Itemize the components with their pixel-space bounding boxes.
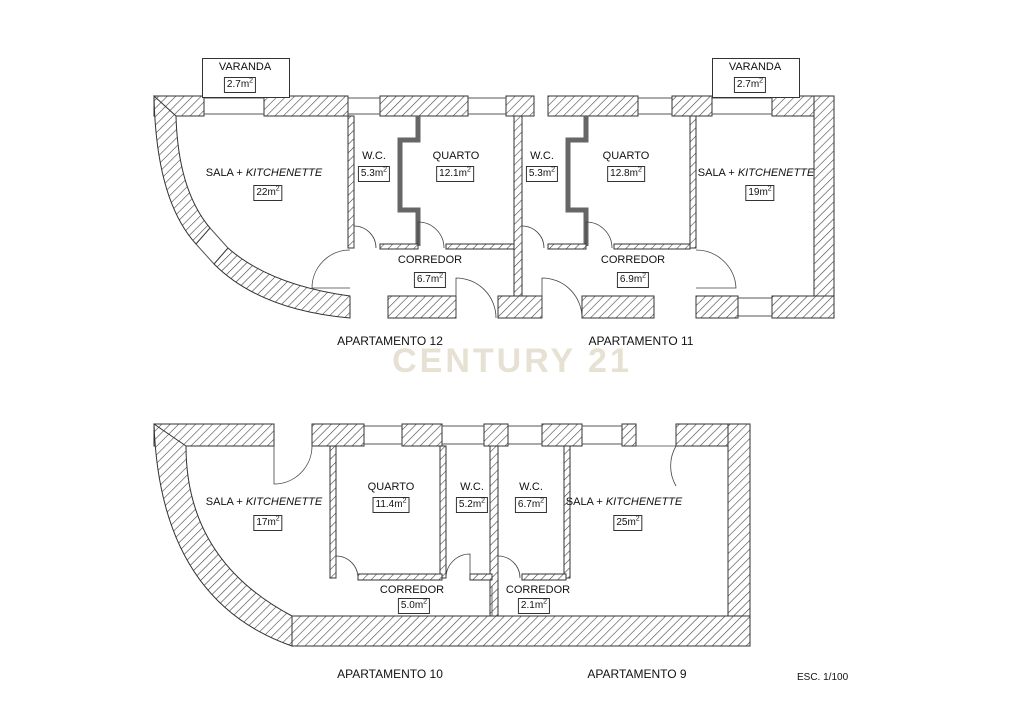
- door-swings: [273, 221, 737, 616]
- room-area-a9-wc: 6.7m2: [514, 497, 548, 513]
- room-name-a11-sala: SALA + KITCHENETTE: [697, 167, 815, 179]
- room-area-a11-sala: 19m2: [745, 185, 775, 201]
- room-name-a11-varanda: VARANDA: [728, 61, 782, 73]
- room-name-a12-sala: SALA + KITCHENETTE: [205, 167, 323, 179]
- room-name-a10-sala: SALA + KITCHENETTE: [205, 496, 323, 508]
- room-area-a10-wc: 5.2m2: [455, 497, 489, 513]
- room-name-a10-corredor: CORREDOR: [379, 584, 445, 596]
- room-area-a11-varanda: 2.7m2: [733, 77, 767, 93]
- room-area-a12-sala: 22m2: [253, 185, 283, 201]
- walls-top-building: [153, 94, 835, 319]
- room-area-a12-quarto: 12.1m2: [436, 166, 474, 182]
- apartment-title-12: APARTAMENTO 12: [337, 334, 443, 348]
- room-name-a9-corredor: CORREDOR: [505, 584, 571, 596]
- watermark-logo: CENTURY 21: [392, 342, 632, 380]
- room-name-a10-wc: W.C.: [460, 481, 484, 493]
- room-area-a10-quarto: 11.4m2: [372, 497, 410, 513]
- room-area-a11-quarto: 12.8m2: [607, 166, 645, 182]
- room-name-a11-quarto: QUARTO: [602, 150, 650, 162]
- room-name-a12-varanda: VARANDA: [218, 61, 272, 73]
- room-name-a10-quarto: QUARTO: [367, 481, 415, 493]
- room-area-a10-corredor: 5.0m2: [397, 598, 431, 614]
- room-name-a12-corredor: CORREDOR: [397, 254, 463, 266]
- room-area-a9-corredor: 2.1m2: [517, 598, 551, 614]
- room-area-a11-wc: 5.3m2: [525, 166, 559, 182]
- room-name-a11-corredor: CORREDOR: [600, 254, 666, 266]
- room-name-a11-wc: W.C.: [530, 150, 554, 162]
- room-name-a9-wc: W.C.: [519, 481, 543, 493]
- room-name-a9-sala: SALA + KITCHENETTE: [565, 496, 683, 508]
- apartment-title-9: APARTAMENTO 9: [587, 667, 687, 681]
- room-name-a12-quarto: QUARTO: [432, 150, 480, 162]
- room-area-a9-sala: 25m2: [613, 515, 643, 531]
- windows: [195, 97, 772, 445]
- room-area-a11-corredor: 6.9m2: [616, 272, 650, 288]
- room-area-a12-corredor: 6.7m2: [413, 272, 447, 288]
- apartment-title-11: APARTAMENTO 11: [588, 334, 694, 348]
- apartment-title-10: APARTAMENTO 10: [337, 667, 443, 681]
- room-area-a12-wc: 5.3m2: [357, 166, 391, 182]
- scale-label: ESC. 1/100: [797, 672, 849, 683]
- walls-bottom-building: [153, 423, 751, 647]
- room-name-a12-wc: W.C.: [362, 150, 386, 162]
- room-area-a10-sala: 17m2: [253, 515, 283, 531]
- room-area-a12-varanda: 2.7m2: [223, 77, 257, 93]
